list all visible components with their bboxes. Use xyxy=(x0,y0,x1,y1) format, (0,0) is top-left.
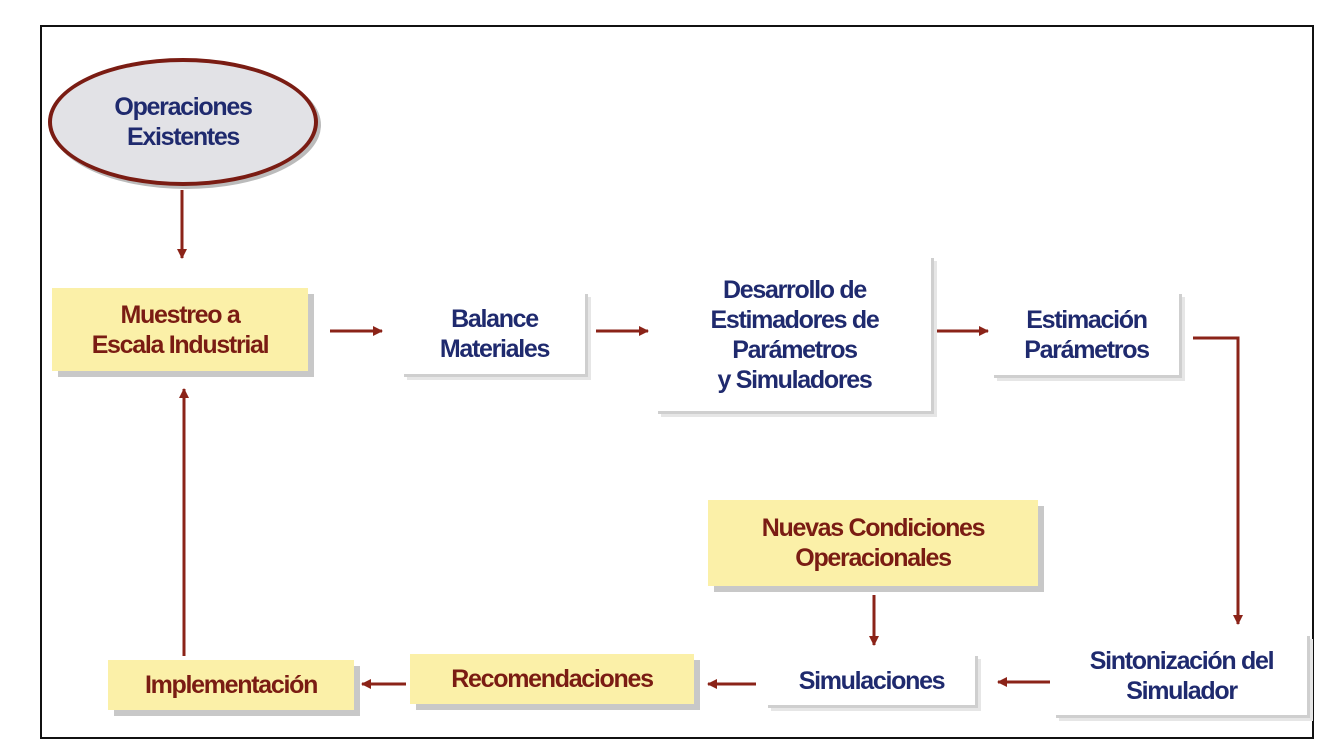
node-desarrollo-label: Desarrollo de Estimadores de Parámetros … xyxy=(710,275,880,394)
diagram-frame xyxy=(40,25,1314,739)
node-recomendaciones-label: Recomendaciones xyxy=(451,665,654,693)
node-balance-materiales: Balance Materiales xyxy=(404,294,588,377)
node-estimacion-parametros: Estimación Parámetros xyxy=(994,294,1182,378)
node-sintonizacion-label: Sintonización del Simulador xyxy=(1089,646,1275,705)
node-simulaciones-label: Simulaciones xyxy=(798,666,946,695)
node-nuevas-condiciones: Nuevas Condiciones Operacionales xyxy=(708,500,1038,586)
node-muestreo-escala-industrial: Muestreo a Escala Industrial xyxy=(52,288,308,371)
node-balance-label: Balance Materiales xyxy=(439,305,551,363)
node-recomendaciones: Recomendaciones xyxy=(410,654,694,704)
node-sintonizacion-simulador: Sintonización del Simulador xyxy=(1056,636,1310,718)
node-nuevas-label: Nuevas Condiciones Operacionales xyxy=(761,514,986,572)
node-simulaciones: Simulaciones xyxy=(768,656,978,708)
node-operaciones-existentes: Operaciones Existentes xyxy=(48,58,318,186)
node-operaciones-existentes-label: Operaciones Existentes xyxy=(114,93,252,151)
node-implementacion-label: Implementación xyxy=(144,671,318,699)
arrow-estimacion-to-sintonizacion xyxy=(1193,336,1243,625)
node-desarrollo-estimadores: Desarrollo de Estimadores de Parámetros … xyxy=(658,258,934,414)
node-implementacion: Implementación xyxy=(108,660,354,710)
node-muestreo-label: Muestreo a Escala Industrial xyxy=(91,300,270,359)
node-estimacion-label: Estimación Parámetros xyxy=(1024,305,1150,364)
